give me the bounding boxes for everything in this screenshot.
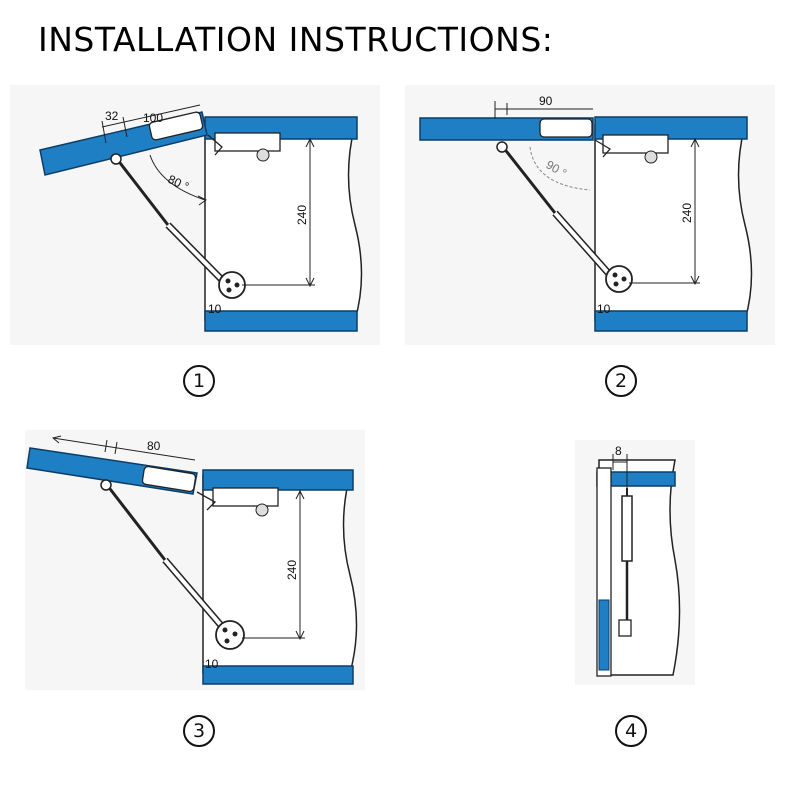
strut-top-pivot	[496, 141, 508, 153]
cabinet-body	[202, 474, 358, 674]
lid-mount-plate	[148, 111, 204, 141]
diagram-panel-1: 240 10 32 100 80 °	[10, 85, 380, 345]
gas-strut-rod	[115, 158, 170, 226]
gas-strut-cylinder	[621, 495, 633, 562]
lid-blue-edge	[598, 599, 610, 671]
step-number-1: 1	[183, 365, 215, 397]
offset-label: 8	[615, 444, 622, 458]
diagram-panel-2: 240 10 90 90 °	[405, 85, 775, 345]
diagram-4-svg: 8	[575, 440, 695, 685]
strut-top-pivot	[110, 153, 122, 165]
hinge	[214, 132, 281, 152]
diagram-panel-4: 8	[575, 440, 695, 685]
width-label: 100	[143, 111, 163, 125]
hinge-arm	[594, 139, 612, 158]
bottom-offset-label: 10	[597, 302, 611, 316]
width-label: 90	[539, 94, 553, 108]
step-number-4: 4	[615, 715, 647, 747]
offset-label: 32	[105, 109, 119, 123]
cabinet-body	[204, 124, 363, 321]
bottom-offset-label: 10	[208, 302, 222, 316]
width-dimension-line	[101, 104, 201, 128]
cabinet-top-board	[594, 116, 748, 140]
cabinet-bottom-board	[594, 310, 748, 332]
step-number-3: 3	[183, 715, 215, 747]
lid-mount-plate	[539, 118, 593, 138]
width-dimension-line	[52, 437, 196, 461]
hinge-wheel	[256, 148, 270, 162]
width-label: 80	[147, 439, 161, 453]
diagram-panel-3: 240 10 80	[25, 430, 365, 690]
strut-mount-plate	[618, 619, 632, 637]
strut-mount-plate	[215, 620, 245, 650]
cabinet-body	[594, 124, 753, 321]
gas-strut-rod	[501, 146, 557, 214]
angle-arc	[149, 154, 206, 201]
page-title: INSTALLATION INSTRUCTIONS:	[38, 20, 554, 59]
diagram-3-svg: 240 10 80	[25, 430, 365, 690]
gas-strut-rod	[105, 484, 167, 561]
cabinet-top-board	[202, 469, 354, 491]
height-label: 240	[680, 203, 694, 223]
cabinet-bottom-board	[202, 665, 354, 685]
height-label: 240	[285, 560, 299, 580]
lid-mount-plate	[141, 465, 197, 493]
hinge	[602, 134, 669, 154]
hinge-wheel	[644, 150, 658, 164]
bottom-offset-label: 10	[205, 657, 219, 671]
strut-mount-plate	[218, 271, 246, 299]
angle-arc	[529, 146, 591, 191]
height-label: 240	[295, 205, 309, 225]
diagram-1-svg: 240 10 32 100 80 °	[10, 85, 380, 345]
hinge	[212, 487, 279, 507]
hinge-arm	[207, 134, 223, 156]
hinge-arm	[196, 491, 217, 511]
step-number-2: 2	[605, 365, 637, 397]
strut-top-pivot	[100, 479, 112, 491]
diagram-2-svg: 240 10 90 90 °	[405, 85, 775, 345]
cabinet-bottom-board	[204, 310, 358, 332]
hinge-wheel	[255, 503, 269, 517]
strut-mount-plate	[605, 265, 633, 293]
